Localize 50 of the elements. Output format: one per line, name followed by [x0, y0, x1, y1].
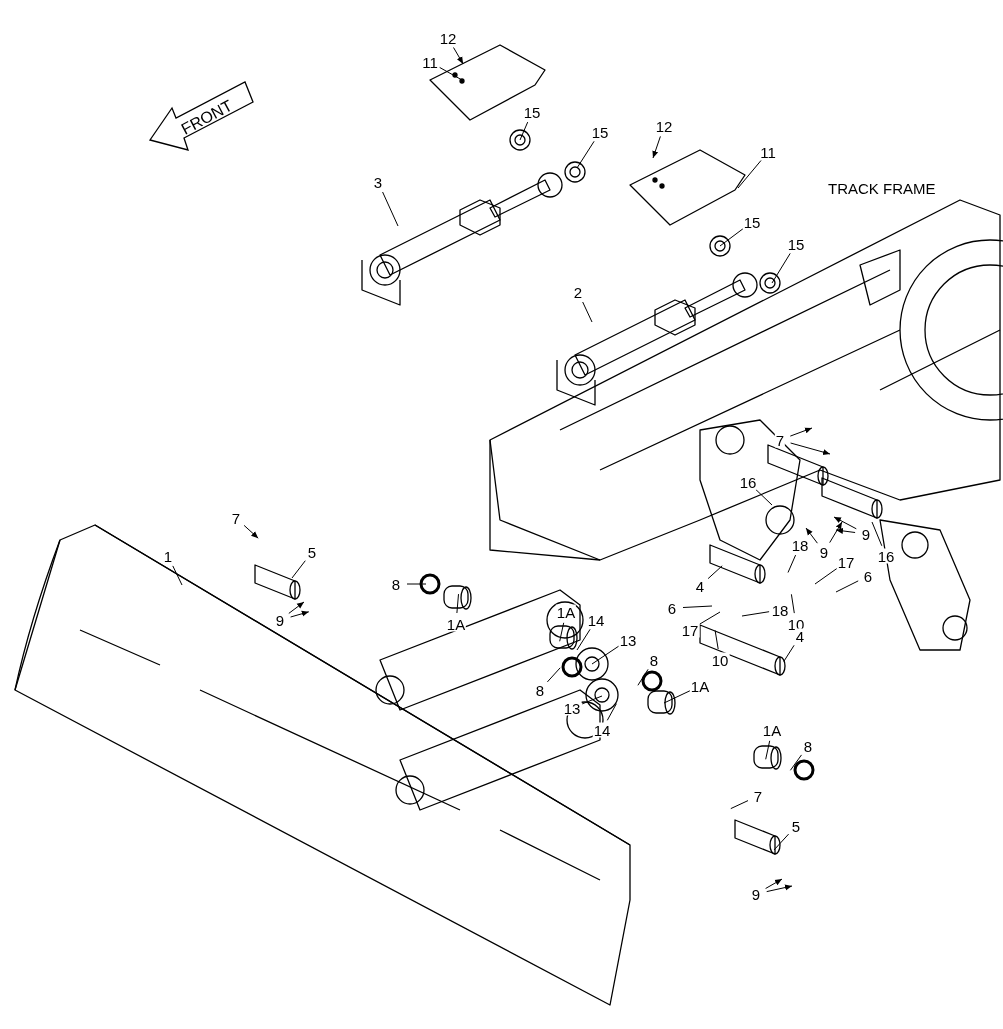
leader-line: [243, 524, 259, 539]
leader-line: [291, 560, 306, 579]
leader-line: [581, 695, 603, 705]
leader-line: [719, 228, 744, 247]
leader-line: [765, 878, 783, 889]
leader-line: [766, 884, 793, 893]
leader-line: [737, 160, 762, 189]
leader-line: [290, 610, 310, 618]
leader-line: [730, 800, 749, 810]
dozer-blade-assembly-drawing: [14, 44, 1003, 1006]
leader-line: [765, 740, 771, 760]
leader-line: [773, 833, 790, 851]
leader-line: [582, 301, 593, 323]
leader-line: [456, 593, 459, 614]
leader-line: [714, 629, 719, 650]
leader-line: [783, 644, 795, 662]
leader-line: [382, 191, 399, 227]
leader-line: [576, 628, 591, 651]
leader-line: [755, 489, 773, 506]
leader-line: [789, 754, 802, 771]
leader-line: [835, 527, 856, 534]
leader-line: [829, 521, 843, 544]
leader-line: [406, 583, 427, 585]
leader-line: [519, 121, 529, 141]
leader-line: [771, 252, 791, 284]
leader-line: [814, 567, 838, 585]
leader-line: [559, 622, 565, 642]
leader-line: [789, 427, 813, 437]
leader-line: [741, 611, 770, 617]
leader-line: [546, 667, 561, 683]
leader-line: [637, 668, 649, 686]
leader-line: [805, 527, 818, 544]
leader-line: [835, 580, 859, 593]
leader-line: [790, 593, 795, 614]
leader-line: [790, 442, 831, 455]
leader-line: [833, 516, 857, 530]
leader-line: [787, 554, 797, 573]
leader-line: [288, 601, 305, 614]
leader-line: [591, 645, 620, 665]
leader-line: [682, 605, 713, 608]
leader-line: [439, 66, 463, 81]
leader-line: [453, 47, 464, 65]
leader-line: [663, 690, 691, 704]
leader-line: [707, 565, 723, 580]
leader-line: [576, 140, 595, 169]
leader-line: [606, 703, 617, 721]
leader-line: [652, 135, 661, 159]
leader-line: [172, 565, 183, 586]
leader-line: [871, 521, 883, 547]
leader-line: [698, 611, 721, 625]
